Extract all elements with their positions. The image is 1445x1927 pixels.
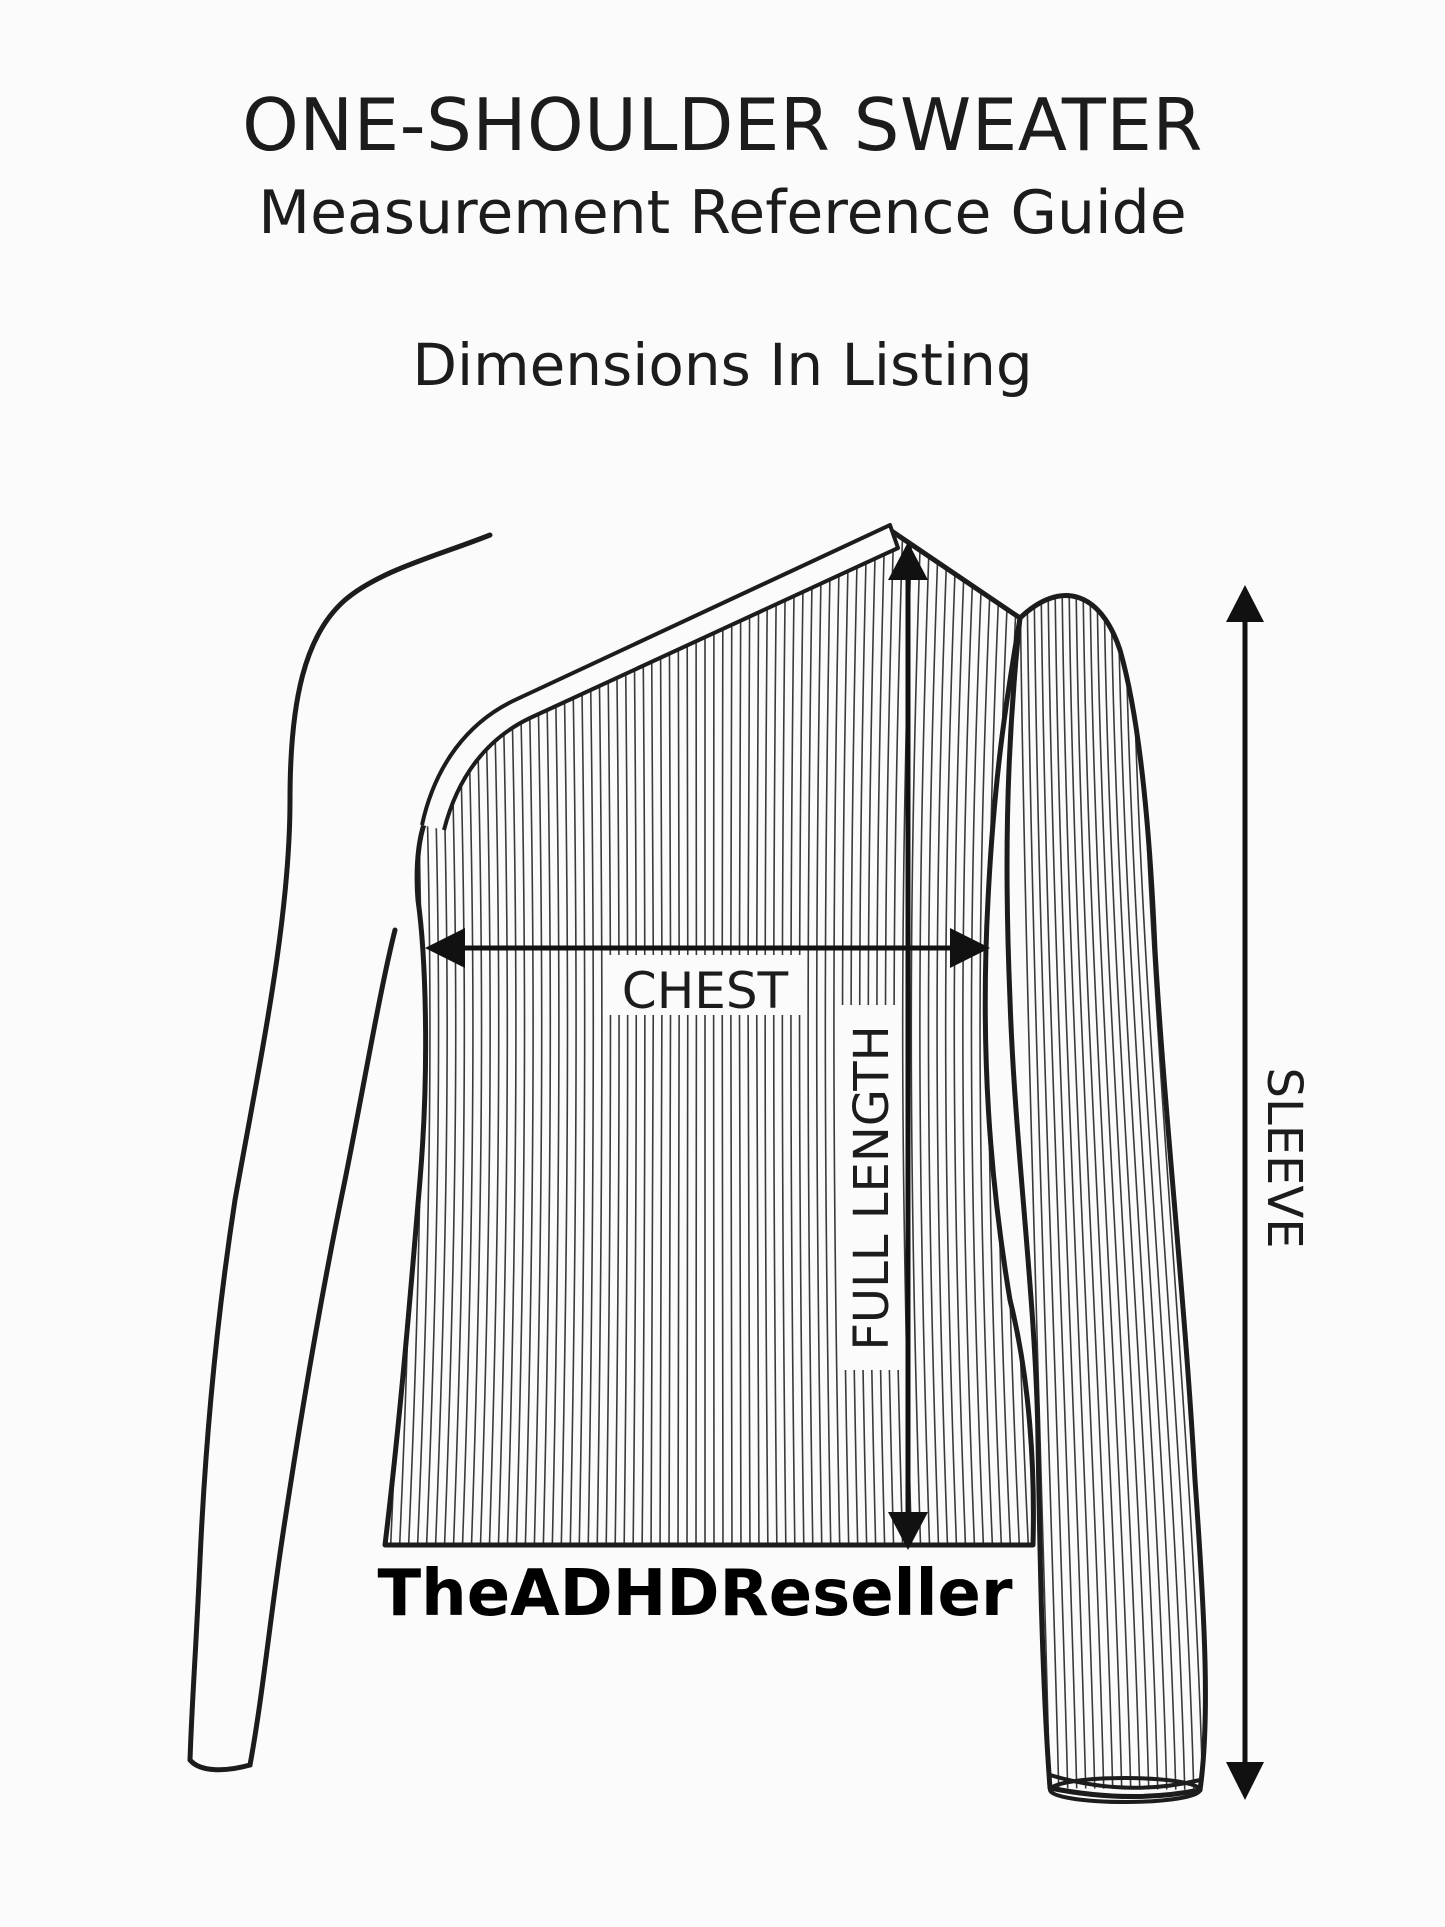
rib-line xyxy=(506,530,517,1545)
rib-line xyxy=(1061,595,1105,1790)
sleeve-rib-texture xyxy=(1019,595,1204,1790)
rib-line xyxy=(755,530,760,1545)
rib-line xyxy=(729,530,733,1545)
body-silhouette xyxy=(187,532,493,1773)
rib-line xyxy=(1047,595,1087,1790)
rib-line xyxy=(659,530,663,1545)
rib-line xyxy=(650,530,655,1545)
rib-line xyxy=(1089,595,1141,1790)
rib-line xyxy=(1026,595,1060,1790)
rib-line xyxy=(1033,595,1069,1790)
rib-line xyxy=(910,530,922,1545)
watermark-bg xyxy=(365,1552,1025,1630)
rib-line xyxy=(987,530,1003,1545)
rib-line xyxy=(1040,595,1078,1790)
page-title: ONE-SHOULDER SWEATER xyxy=(242,83,1203,167)
rib-line xyxy=(1131,595,1195,1790)
neckline-band xyxy=(420,523,900,831)
full-length-arrow xyxy=(888,542,928,1550)
chest-arrow xyxy=(425,928,990,968)
torso-rib-texture xyxy=(389,530,1034,1545)
sleeve-arrow xyxy=(1226,585,1264,1800)
rib-line xyxy=(781,530,787,1545)
rib-line xyxy=(1068,595,1114,1790)
rib-line xyxy=(452,530,466,1545)
rib-line xyxy=(407,530,423,1545)
rib-line xyxy=(686,530,689,1545)
rib-line xyxy=(434,530,448,1545)
rib-line xyxy=(524,530,534,1545)
rib-line xyxy=(551,530,560,1545)
rib-line xyxy=(919,530,931,1545)
rib-line xyxy=(833,530,841,1545)
rib-line xyxy=(970,530,985,1545)
sleeve-label: SLEEVE xyxy=(1256,1067,1312,1248)
rib-line xyxy=(798,530,805,1545)
rib-line xyxy=(641,530,646,1545)
rib-line xyxy=(1075,595,1123,1790)
full-length-label-bg xyxy=(840,1005,900,1370)
rib-line xyxy=(542,530,552,1545)
rib-line xyxy=(1019,595,1051,1790)
rib-line xyxy=(790,530,796,1545)
rib-line xyxy=(1096,595,1150,1790)
rib-line xyxy=(927,530,940,1545)
chest-label-bg xyxy=(608,955,803,1015)
rib-line xyxy=(936,530,949,1545)
rib-line xyxy=(807,530,814,1545)
dimensions-note: Dimensions In Listing xyxy=(412,331,1033,399)
rib-line xyxy=(747,530,751,1545)
rib-line xyxy=(668,530,672,1545)
rib-line xyxy=(824,530,832,1545)
rib-line xyxy=(623,530,629,1545)
chest-label: CHEST xyxy=(622,962,789,1020)
full-length-label: FULL LENGTH xyxy=(844,1025,900,1350)
rib-line xyxy=(1110,595,1168,1790)
shoulder-seam xyxy=(1010,617,1022,691)
rib-line xyxy=(1124,595,1186,1790)
rib-line xyxy=(632,530,638,1545)
rib-line xyxy=(533,530,543,1545)
rib-line xyxy=(443,530,457,1545)
rib-line xyxy=(1103,595,1159,1790)
rib-line xyxy=(1117,595,1177,1790)
rib-line xyxy=(962,530,976,1545)
page-subtitle: Measurement Reference Guide xyxy=(258,178,1187,248)
rib-line xyxy=(721,530,724,1545)
rib-line xyxy=(764,530,769,1545)
rib-line xyxy=(738,530,742,1545)
rib-line xyxy=(677,530,681,1545)
rib-line xyxy=(979,530,994,1545)
rib-line xyxy=(1082,595,1132,1790)
rib-line xyxy=(953,530,967,1545)
rib-line xyxy=(1054,595,1096,1790)
rib-line xyxy=(815,530,823,1545)
rib-line xyxy=(772,530,778,1545)
rib-line xyxy=(515,530,526,1545)
brand-watermark: TheADHDReseller xyxy=(378,1557,1013,1631)
rib-line xyxy=(944,530,958,1545)
